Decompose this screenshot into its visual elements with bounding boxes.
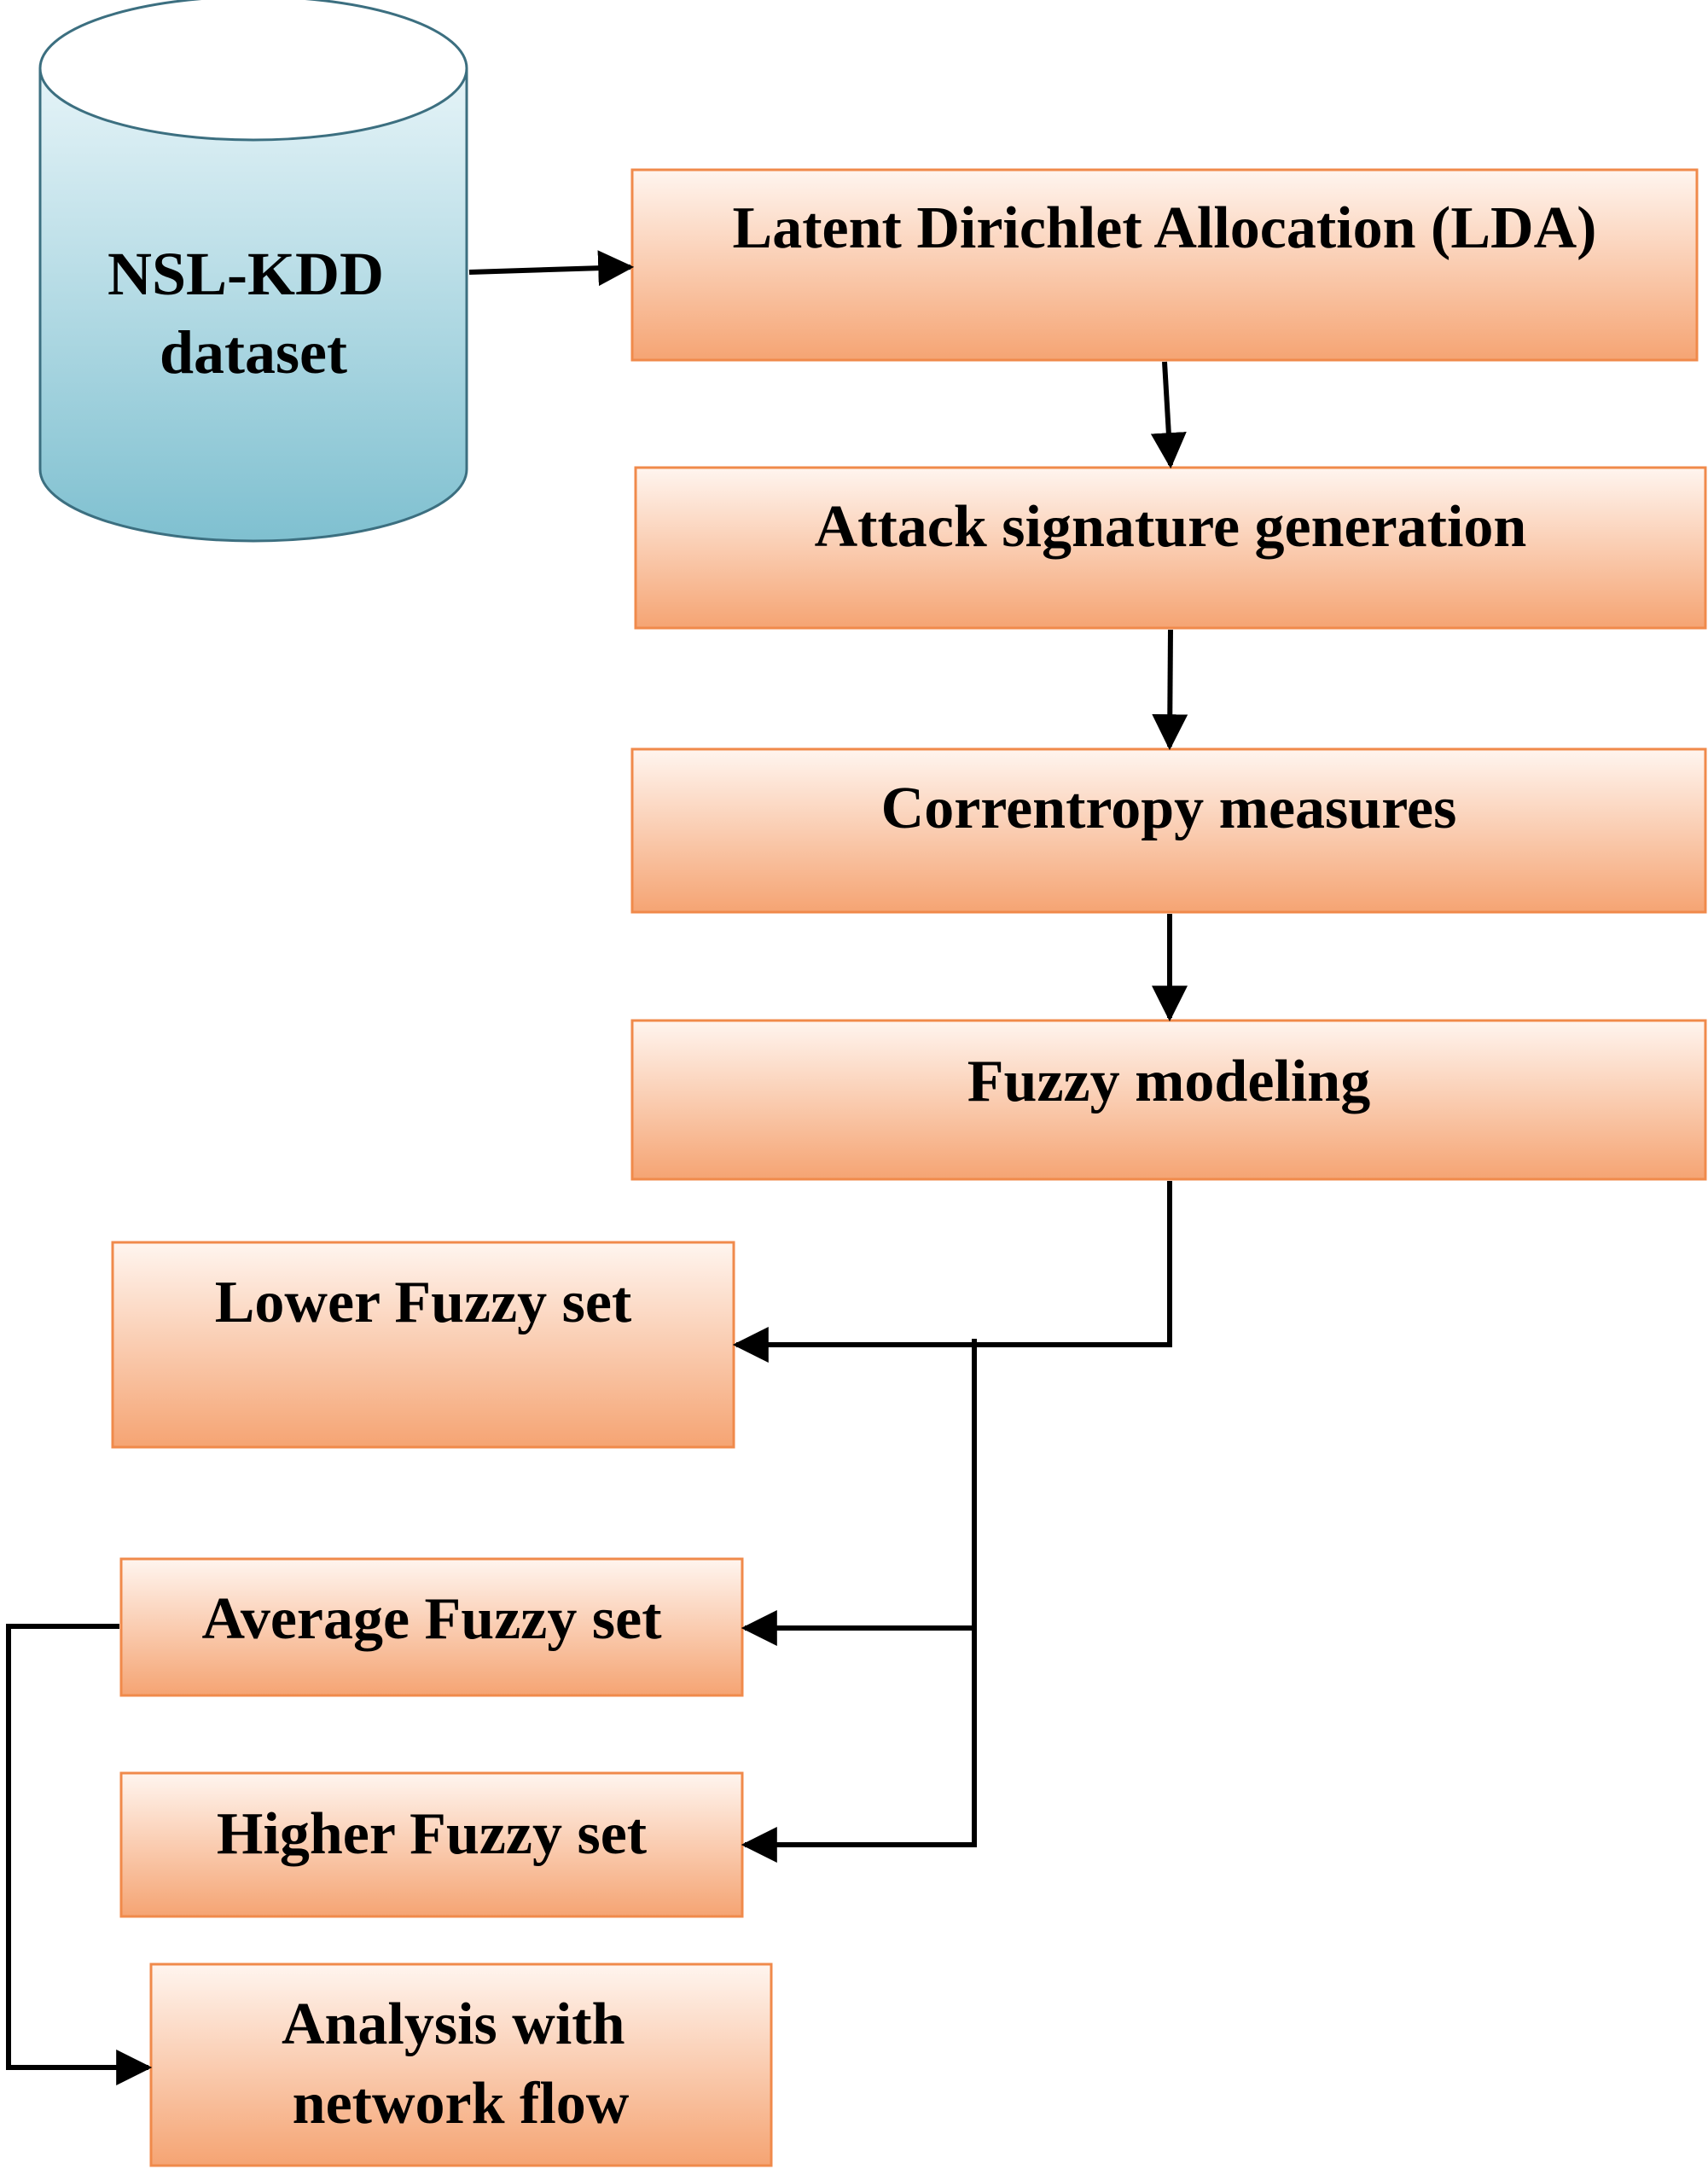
box-analysis-network-flow: Analysis with network flow xyxy=(149,1963,773,2167)
lower-fuzzy-set-label: Lower Fuzzy set xyxy=(215,1270,632,1335)
box-correntropy: Correntropy measures xyxy=(630,747,1707,914)
box-fuzzy-modeling: Fuzzy modeling xyxy=(630,1019,1707,1181)
database-label-line1: NSL-KDD xyxy=(107,240,384,308)
analysis-label-line1: Analysis with xyxy=(282,1992,625,2057)
attack-signature-label: Attack signature generation xyxy=(815,494,1527,560)
arrow-lda-to-attack-signature xyxy=(1150,361,1187,469)
correntropy-box xyxy=(630,747,1707,914)
database-cylinder-top xyxy=(38,0,468,142)
higher-fuzzy-set-label: Higher Fuzzy set xyxy=(217,1801,647,1867)
box-lower-fuzzy-set: Lower Fuzzy set xyxy=(111,1241,735,1449)
arrow-attack-signature-to-correntropy xyxy=(1152,629,1188,751)
average-fuzzy-set-box xyxy=(119,1557,744,1697)
database-cylinder-body xyxy=(38,68,468,543)
nsl-kdd-database: NSL-KDD dataset xyxy=(38,0,468,543)
higher-fuzzy-set-box xyxy=(119,1771,744,1918)
arrow-fuzzy-modeling-to-lower-fuzzy-set xyxy=(732,1181,1172,1363)
svg-text:NSL-KDD dataset: NSL-KDD dataset xyxy=(107,240,399,387)
average-fuzzy-set-label: Average Fuzzy set xyxy=(201,1586,661,1652)
arrow-dataset-to-lda xyxy=(468,250,635,287)
arrow-average-fuzzy-set-to-analysis xyxy=(6,1624,153,2085)
box-attack-signature: Attack signature generation xyxy=(634,466,1707,630)
svg-text:Analysis with network fl: Analysis with network flow xyxy=(282,1992,640,2137)
analysis-label-line2: network flow xyxy=(293,2071,630,2137)
database-label-line2: dataset xyxy=(160,318,347,387)
analysis-box xyxy=(149,1963,773,2167)
fuzzy-modeling-label: Fuzzy modeling xyxy=(967,1049,1370,1114)
box-lda: Latent Dirichlet Allocation (LDA) xyxy=(630,168,1699,362)
connectors xyxy=(6,250,1188,2085)
attack-signature-box xyxy=(634,466,1707,630)
lda-label: Latent Dirichlet Allocation (LDA) xyxy=(733,195,1597,261)
correntropy-label: Correntropy measures xyxy=(881,776,1457,841)
lda-box xyxy=(630,168,1699,362)
box-higher-fuzzy-set: Higher Fuzzy set xyxy=(119,1771,744,1918)
lower-fuzzy-set-box xyxy=(111,1241,735,1449)
box-average-fuzzy-set: Average Fuzzy set xyxy=(119,1557,744,1697)
fuzzy-modeling-box xyxy=(630,1019,1707,1181)
